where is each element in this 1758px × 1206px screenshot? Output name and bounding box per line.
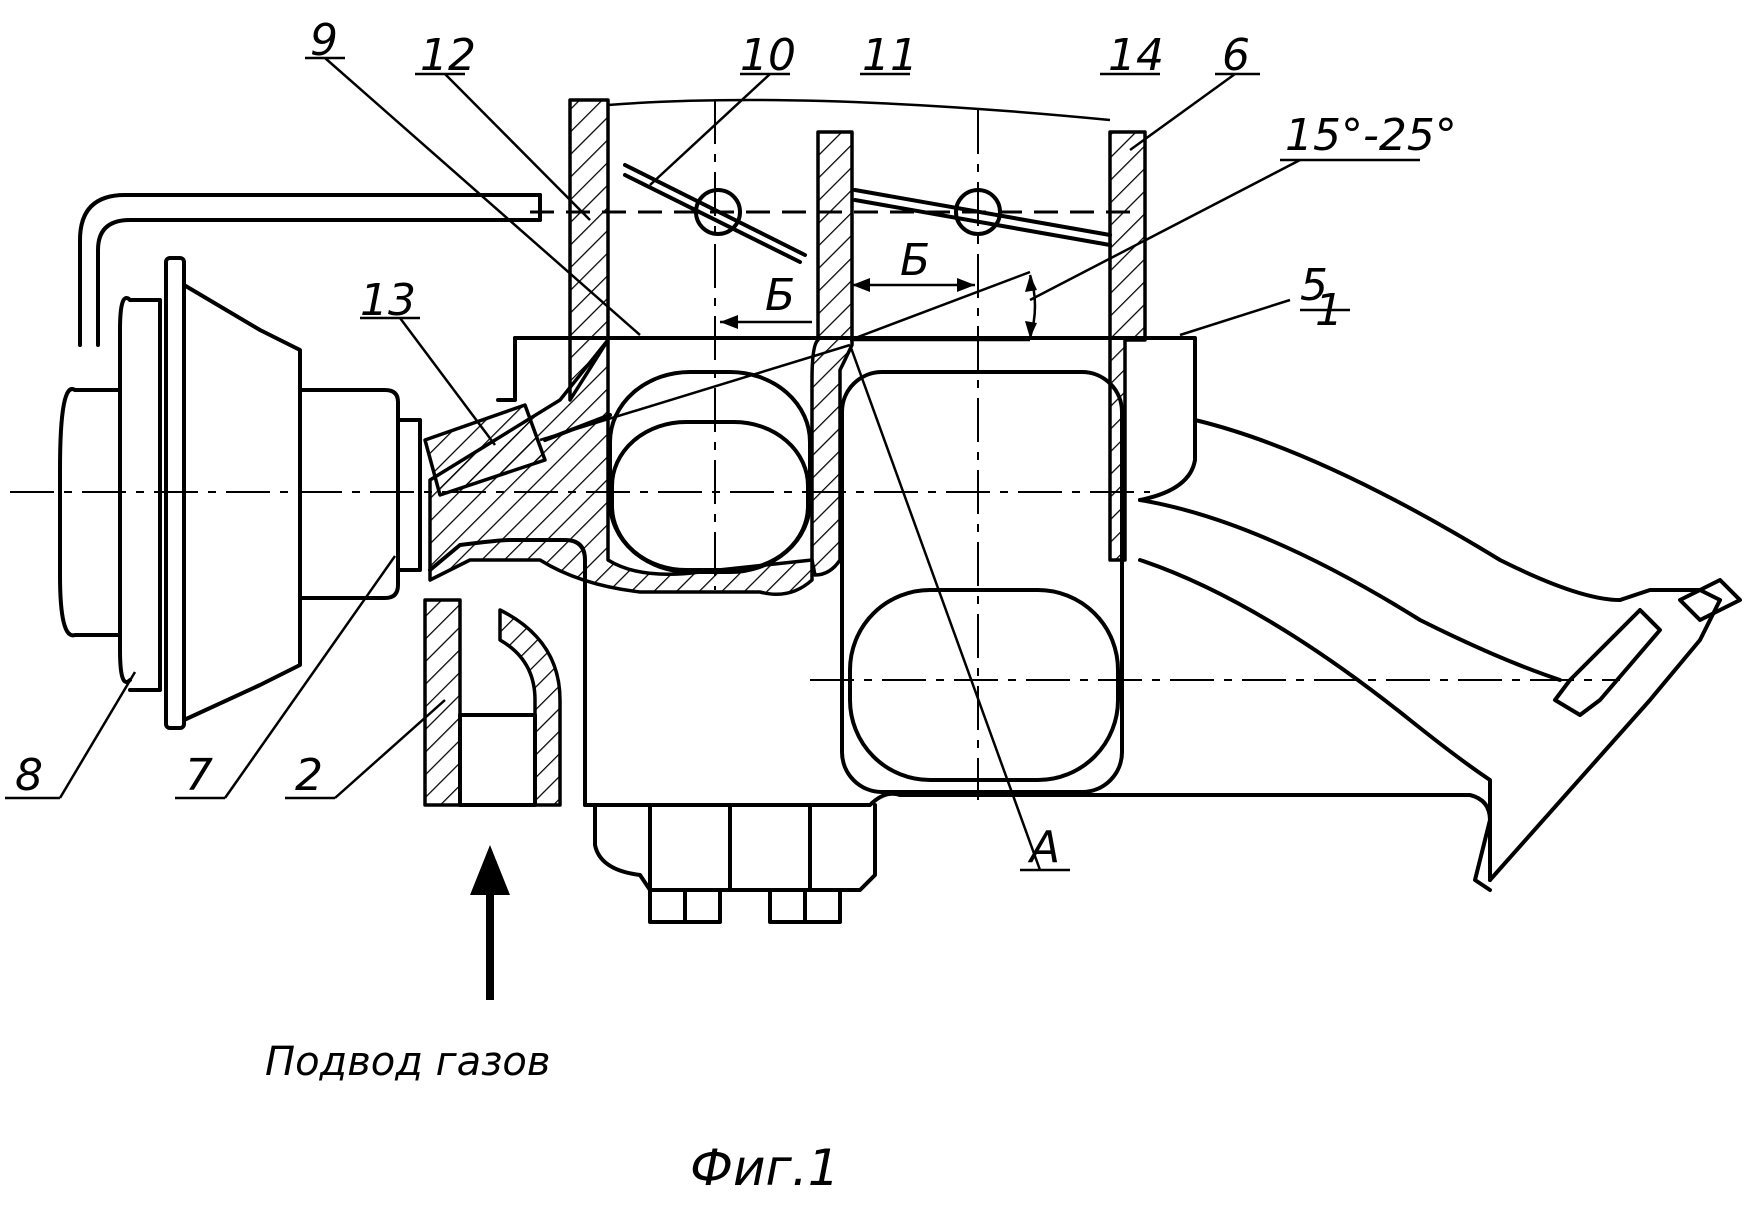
gas-inlet-label: Подвод газов [265,1039,550,1085]
label-angle: 15°-25° [1285,110,1457,161]
throttle-flap-right [855,190,1110,245]
label-section-b-right: Б [900,235,930,286]
label-section-b-left: Б [765,270,795,321]
label-7: 7 [185,750,213,801]
control-pipe [80,195,540,345]
label-8: 8 [15,750,43,801]
label-11: 11 [862,30,918,81]
label-2: 2 [295,750,323,801]
figure-caption: Фиг.1 [690,1139,840,1197]
gas-inlet-arrow [470,845,510,1000]
label-10: 10 [740,30,796,81]
label-12: 12 [420,30,476,81]
label-13: 13 [360,275,416,326]
label-6: 6 [1222,30,1250,81]
label-9: 9 [310,15,338,66]
label-14: 14 [1108,30,1164,81]
angle-marker [1025,275,1037,338]
label-point-a: A [1027,822,1060,873]
leader-lines [5,58,1420,870]
label-1: 1 [1315,285,1343,336]
outlet-pipe [1140,420,1740,880]
